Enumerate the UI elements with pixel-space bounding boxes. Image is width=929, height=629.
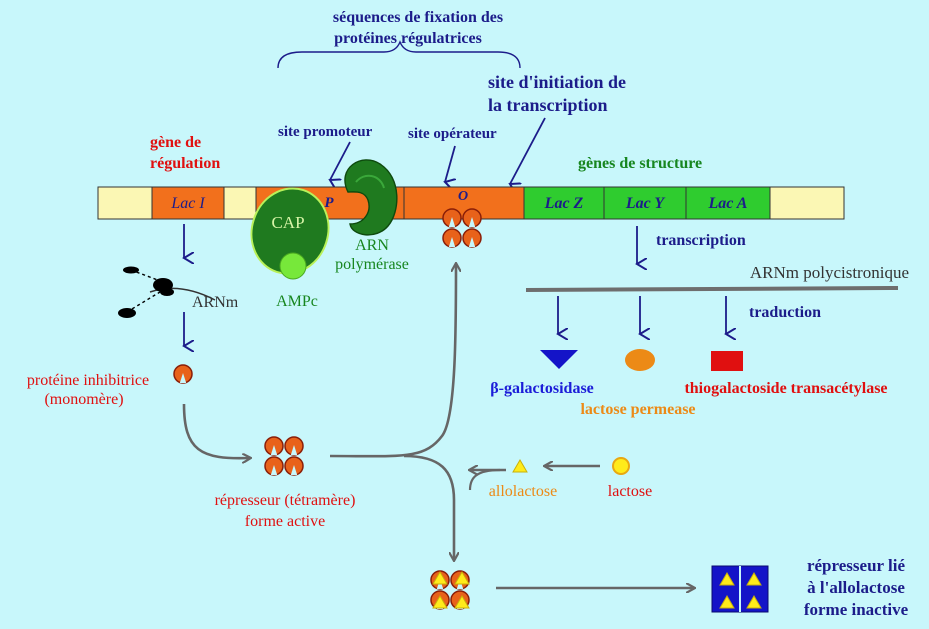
allolactose-label: allolactose [489,483,557,500]
beta-galactosidase-label: β-galactosidase [490,380,594,397]
lactose-label: lactose [608,483,652,500]
repressor-to-inactive-arrow [403,454,454,560]
p-label: P [324,195,334,211]
lac-i-label: Lac I [170,195,205,212]
beta-galactosidase-shape [540,350,578,369]
repressor-label-1: répresseur (tétramère) [215,492,356,509]
cap-protein [250,187,330,275]
operator-site-label: site opérateur [408,126,497,142]
permease-shape [625,349,655,371]
binding-sequences-title-2: protéines régulatrices [334,30,482,47]
polycistronic-mrna-label: ARNm polycistronique [750,263,909,282]
transacetylase-label: thiogalactoside transacétylase [684,380,887,397]
structure-genes-label: gènes de structure [578,155,702,172]
repressor-allolactose-complex [431,571,470,609]
bound-repressor-label-3: forme inactive [804,600,909,619]
o-label: O [458,189,468,204]
bound-repressor-label-2: à l'allolactose [807,578,905,597]
translation-label: traduction [749,304,821,321]
rna-polymerase-label-2: polymérase [335,256,409,273]
repressor-label-2: forme active [245,513,325,530]
polycistronic-mrna [525,286,899,292]
rna-polymerase [344,159,398,236]
transacetylase-shape [711,351,743,371]
ribosome-mrna [118,266,216,318]
repressor-to-operator-arrow [329,264,456,458]
cap-label: CAP [271,213,304,232]
binding-sequences-title-1: séquences de fixation des [333,9,503,26]
transcription-start-label-1: site d'initiation de [488,72,626,92]
inhibitor-monomer [173,364,193,384]
inhibitor-label-1: protéine inhibitrice [27,372,149,389]
active-repressor [265,437,303,475]
transcription-label: transcription [656,232,746,249]
inactive-repressor [711,565,769,613]
transcription-start-arrow [510,117,546,184]
binding-sequences-brace [277,40,521,69]
lac-y-gene [603,186,687,220]
lac-i-gene [151,186,225,220]
operator-site-arrow [445,145,455,182]
ampc-label: AMPc [276,293,318,310]
arnm-label: ARNm [192,294,239,311]
promoter-site-arrow [330,141,351,180]
ampc-molecule [279,252,307,280]
permease-label: lactose permease [580,401,695,418]
regulation-gene-label-1: gène de [150,134,201,151]
monomer-to-tetramer-arrow [182,403,250,458]
bound-repressor-label-1: répresseur lié [807,556,905,575]
lac-a-gene [685,186,771,220]
lac-z-gene [523,186,605,220]
lac-y-label: Lac Y [625,195,666,212]
lac-a-label: Lac A [708,195,748,212]
lactose-molecule [612,457,630,475]
allolactose-molecule [512,459,528,473]
transcription-start-label-2: la transcription [488,95,608,115]
regulation-gene-label-2: régulation [150,155,220,172]
rna-polymerase-label-1: ARN [355,237,389,254]
promoter-site-label: site promoteur [278,124,373,140]
lac-z-label: Lac Z [544,195,584,212]
inhibitor-label-2: (monomère) [44,391,123,408]
